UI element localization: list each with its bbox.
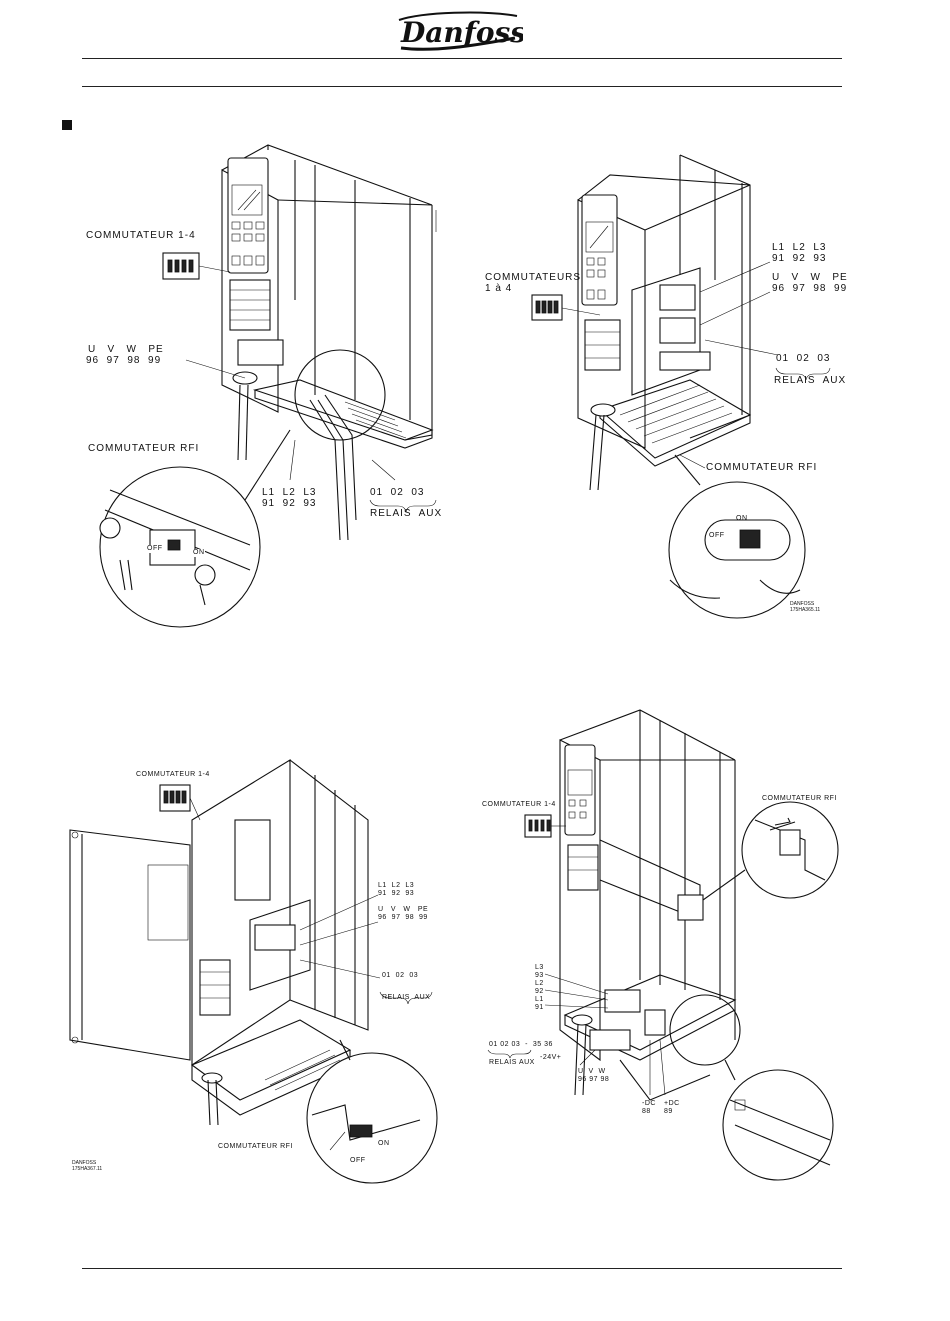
fig1-switch-1-4-label: COMMUTATEUR 1-4 [86,230,196,241]
fig3-switch-1-4-label: COMMUTATEUR 1-4 [136,771,210,778]
fig3-motor-row1: U V W PE [378,906,429,913]
fig2-mains-row2: 91 92 93 [772,253,827,264]
fig4-l2-label: L2 92 [535,980,544,995]
fig2-switches-line1: COMMUTATEURS [485,272,582,283]
footer-rule [82,1268,842,1269]
fig2-ref-line2: 175HA365.11 [790,607,821,613]
figure-2-drive-drawing [531,154,831,619]
fig2-motor-row2: 96 97 98 99 [772,283,848,294]
fig4-supply-label: -24V+ [540,1054,562,1061]
fig4-l1-label: L1 91 [535,996,544,1011]
fig2-off-label: OFF [709,532,725,539]
section-bullet [62,120,72,130]
fig1-relay-label: RELAIS AUX [370,508,443,519]
fig2-mains-row1: L1 L2 L3 [772,242,827,253]
fig2-rfi-label: COMMUTATEUR RFI [706,462,818,473]
fig2-motor-row1: U V W PE [772,272,848,283]
fig4-switch-1-4-label: COMMUTATEUR 1-4 [482,801,556,808]
svg-text:Danfoss: Danfoss [400,16,523,49]
fig3-ref-line2: 175HA367.11 [72,1166,103,1172]
fig3-ref-line1: DANFOSS [72,1160,97,1166]
fig3-on-label: ON [378,1140,390,1147]
fig2-ref-line1: DANFOSS [790,601,815,607]
fig1-motor-row2: 96 97 98 99 [86,355,162,366]
fig1-mains-row2: 91 92 93 [262,498,317,509]
fig3-mains-row1: L1 L2 L3 [378,882,415,889]
fig1-rfi-label: COMMUTATEUR RFI [88,443,200,454]
fig4-dc-plus-label: +DC 89 [664,1100,680,1115]
header-rule-bottom [82,86,842,87]
fig3-motor-row2: 96 97 98 99 [378,914,428,921]
fig2-relay-label: RELAIS AUX [774,375,847,386]
fig3-rfi-label: COMMUTATEUR RFI [218,1143,293,1150]
fig1-on-label: ON [193,549,205,557]
fig4-relay-row: 01 02 03 - 35 36 [489,1041,553,1048]
fig4-motor-label: U V W 96 97 98 [578,1068,610,1083]
fig2-on-label: ON [736,515,748,522]
fig2-switches-line2: 1 à 4 [485,283,513,294]
figure-4-drive-drawing [487,709,839,1181]
figure-1-drive-drawing [99,144,437,628]
danfoss-logo: Danfoss [398,11,523,51]
fig2-relay-row: 01 02 03 [776,353,831,364]
figure-3-drive-drawing [69,759,438,1184]
fig3-relay-row: 01 02 03 [382,972,419,979]
fig4-rfi-label: COMMUTATEUR RFI [762,795,837,802]
header-rule-top [82,58,842,59]
fig1-motor-row1: U V W PE [88,344,164,355]
fig1-off-label: OFF [147,545,163,553]
fig4-l3-label: L3 93 [535,964,544,979]
fig3-mains-row2: 91 92 93 [378,890,415,897]
fig3-relay-label: RELAIS AUX [382,994,431,1001]
fig3-off-label: OFF [350,1157,366,1164]
fig1-mains-row1: L1 L2 L3 [262,487,317,498]
fig1-relay-row: 01 02 03 [370,487,425,498]
fig4-dc-minus-label: -DC 88 [642,1100,656,1115]
fig4-relay-label: RELAIS AUX [489,1059,535,1066]
